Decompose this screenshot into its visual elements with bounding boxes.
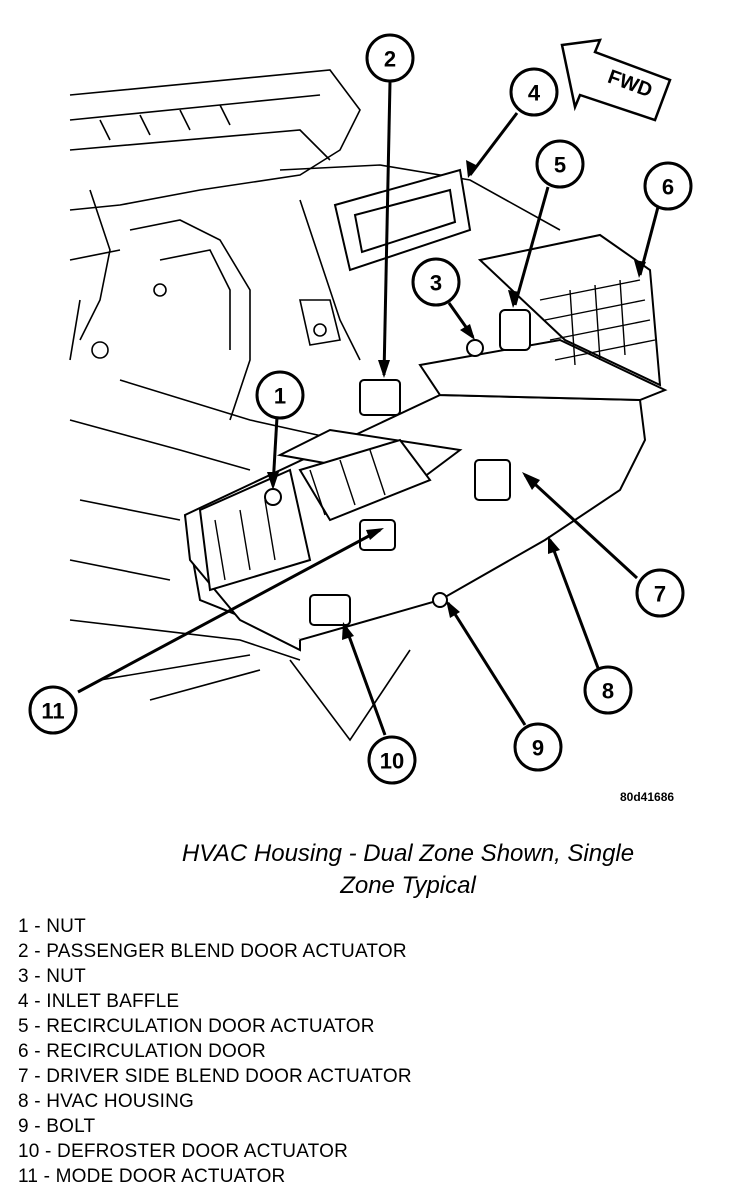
callout-number-6: 6 xyxy=(662,175,674,200)
legend-item: 7 - DRIVER SIDE BLEND DOOR ACTUATOR xyxy=(18,1066,412,1087)
figure-code: 80d41686 xyxy=(620,790,675,804)
leader-arrowheads xyxy=(267,160,646,640)
caption-line-2: Zone Typical xyxy=(340,872,476,899)
legend-item: 6 - RECIRCULATION DOOR xyxy=(18,1041,266,1062)
callout-circle-11 xyxy=(28,685,78,735)
callout-circle-9 xyxy=(513,722,563,772)
callout-circle-4 xyxy=(509,67,559,117)
callout-circles xyxy=(28,33,693,785)
legend-item: 8 - HVAC HOUSING xyxy=(18,1091,194,1112)
callout-circle-2 xyxy=(365,33,415,83)
callout-circle-10 xyxy=(367,735,417,785)
legend-item: 3 - NUT xyxy=(18,966,86,987)
vent-grille-lines xyxy=(214,279,656,581)
callout-number-3: 3 xyxy=(430,271,442,296)
callout-number-7: 7 xyxy=(654,582,666,607)
callout-circle-7 xyxy=(635,568,685,618)
hvac-housing-diagram: FWD xyxy=(28,33,693,785)
callout-circle-3 xyxy=(411,257,461,307)
legend-item: 4 - INLET BAFFLE xyxy=(18,991,180,1012)
callout-number-8: 8 xyxy=(602,679,614,704)
parts-legend: 1 - NUT 2 - PASSENGER BLEND DOOR ACTUATO… xyxy=(18,914,412,1189)
legend-item: 11 - MODE DOOR ACTUATOR xyxy=(18,1166,286,1187)
callout-numbers: 1 2 3 4 5 6 7 8 9 10 11 xyxy=(41,47,674,774)
callout-number-9: 9 xyxy=(532,736,544,761)
callout-number-11: 11 xyxy=(41,699,64,724)
vehicle-body-lineart xyxy=(69,69,561,742)
caption-line-1: HVAC Housing - Dual Zone Shown, Single xyxy=(181,840,635,867)
callout-number-2: 2 xyxy=(384,47,396,72)
legend-item: 9 - BOLT xyxy=(18,1116,96,1137)
leader-lines xyxy=(77,81,660,736)
figure-caption: HVAC Housing - Dual Zone Shown, Single Z… xyxy=(118,838,698,902)
inlet-baffle-drawing xyxy=(333,168,472,272)
callout-number-4: 4 xyxy=(528,81,541,106)
actuator-hardware xyxy=(264,309,531,626)
callout-circle-1 xyxy=(255,370,305,420)
fwd-arrow: FWD xyxy=(560,38,672,122)
legend-item: 2 - PASSENGER BLEND DOOR ACTUATOR xyxy=(18,941,407,962)
legend-item: 10 - DEFROSTER DOOR ACTUATOR xyxy=(18,1141,349,1162)
callout-circle-6 xyxy=(643,161,693,211)
legend-item: 5 - RECIRCULATION DOOR ACTUATOR xyxy=(18,1016,375,1037)
callout-number-10: 10 xyxy=(380,749,404,774)
hvac-housing-drawing xyxy=(183,233,668,652)
callout-number-1: 1 xyxy=(274,384,286,409)
callout-number-5: 5 xyxy=(554,153,566,178)
legend-item: 1 - NUT xyxy=(18,916,86,937)
callout-circle-5 xyxy=(535,139,585,189)
callout-circle-8 xyxy=(583,665,633,715)
